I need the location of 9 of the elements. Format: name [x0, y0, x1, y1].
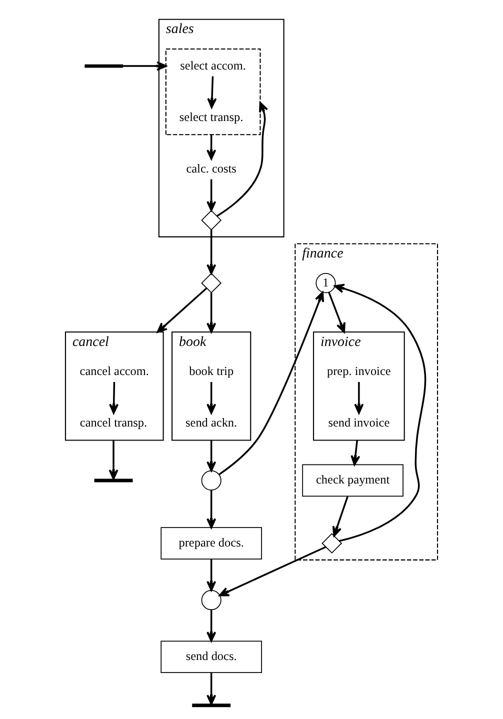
node-text: select transp. [179, 110, 244, 124]
node-text: send invoice [328, 415, 390, 430]
node-text: send ackn. [186, 415, 238, 430]
node-text: select accom. [180, 58, 246, 72]
node-text: book trip [189, 364, 234, 378]
node-text: prep. invoice [327, 364, 391, 378]
node-text: calc. costs [186, 161, 236, 176]
node-text: cancel transp. [80, 415, 148, 430]
node-text: cancel accom. [80, 364, 149, 378]
